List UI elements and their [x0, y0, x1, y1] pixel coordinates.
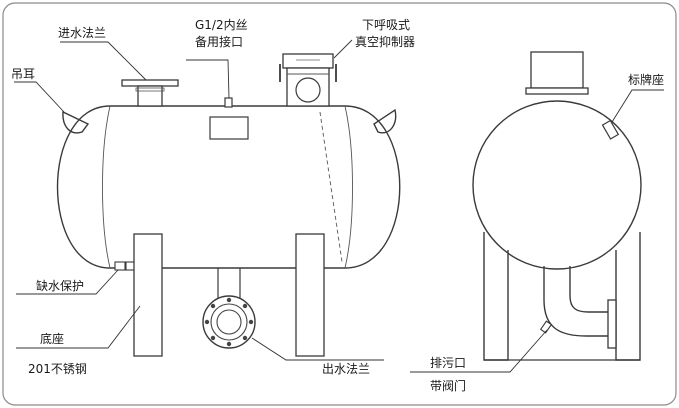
side-top-flange — [525, 87, 589, 95]
label-lifting-lug: 吊耳 — [11, 67, 35, 81]
base-leg-left — [133, 233, 163, 357]
internal-dashed-line — [319, 111, 343, 263]
nameplate-window — [209, 116, 249, 140]
inlet-flange — [121, 79, 179, 107]
elbow-pipe-inner — [569, 266, 608, 313]
label-spare-port-line1: G1/2内丝 — [195, 18, 248, 32]
label-nameplate-seat: 标牌座 — [628, 72, 664, 87]
base-leg-right — [295, 233, 325, 357]
leader-lines — [14, 39, 664, 373]
side-top-stub — [530, 51, 584, 89]
label-water-shortage: 缺水保护 — [36, 278, 84, 293]
vacuum-suppressor — [279, 53, 337, 107]
front-view — [56, 53, 401, 357]
label-vacuum-suppressor-line2: 真空抑制器 — [355, 34, 415, 49]
outlet-flange — [202, 268, 256, 349]
side-tank-circle — [472, 100, 642, 270]
label-base: 底座 — [40, 331, 64, 346]
label-base-material: 201不锈钢 — [28, 362, 87, 376]
label-outlet-flange: 出水法兰 — [322, 362, 370, 376]
side-leg-right — [615, 232, 641, 361]
side-outlet-flange — [607, 299, 617, 349]
label-spare-port-line2: 备用接口 — [195, 34, 243, 49]
side-view — [472, 51, 642, 361]
left-seam — [102, 105, 111, 269]
elbow-pipe-outer — [543, 266, 608, 337]
left-lifting-lug — [62, 110, 90, 134]
label-inlet-flange: 进水法兰 — [58, 26, 106, 40]
water-shortage-sensor — [114, 261, 137, 271]
drain-valve — [539, 320, 553, 334]
side-nameplate-seat — [601, 119, 620, 140]
spare-port — [224, 97, 233, 108]
label-drain-line2: 带阀门 — [430, 378, 466, 393]
right-seam — [344, 105, 353, 269]
right-lifting-lug — [373, 108, 397, 134]
label-vacuum-suppressor-line1: 下呼吸式 — [362, 18, 410, 32]
label-drain-line1: 排污口 — [430, 356, 466, 370]
